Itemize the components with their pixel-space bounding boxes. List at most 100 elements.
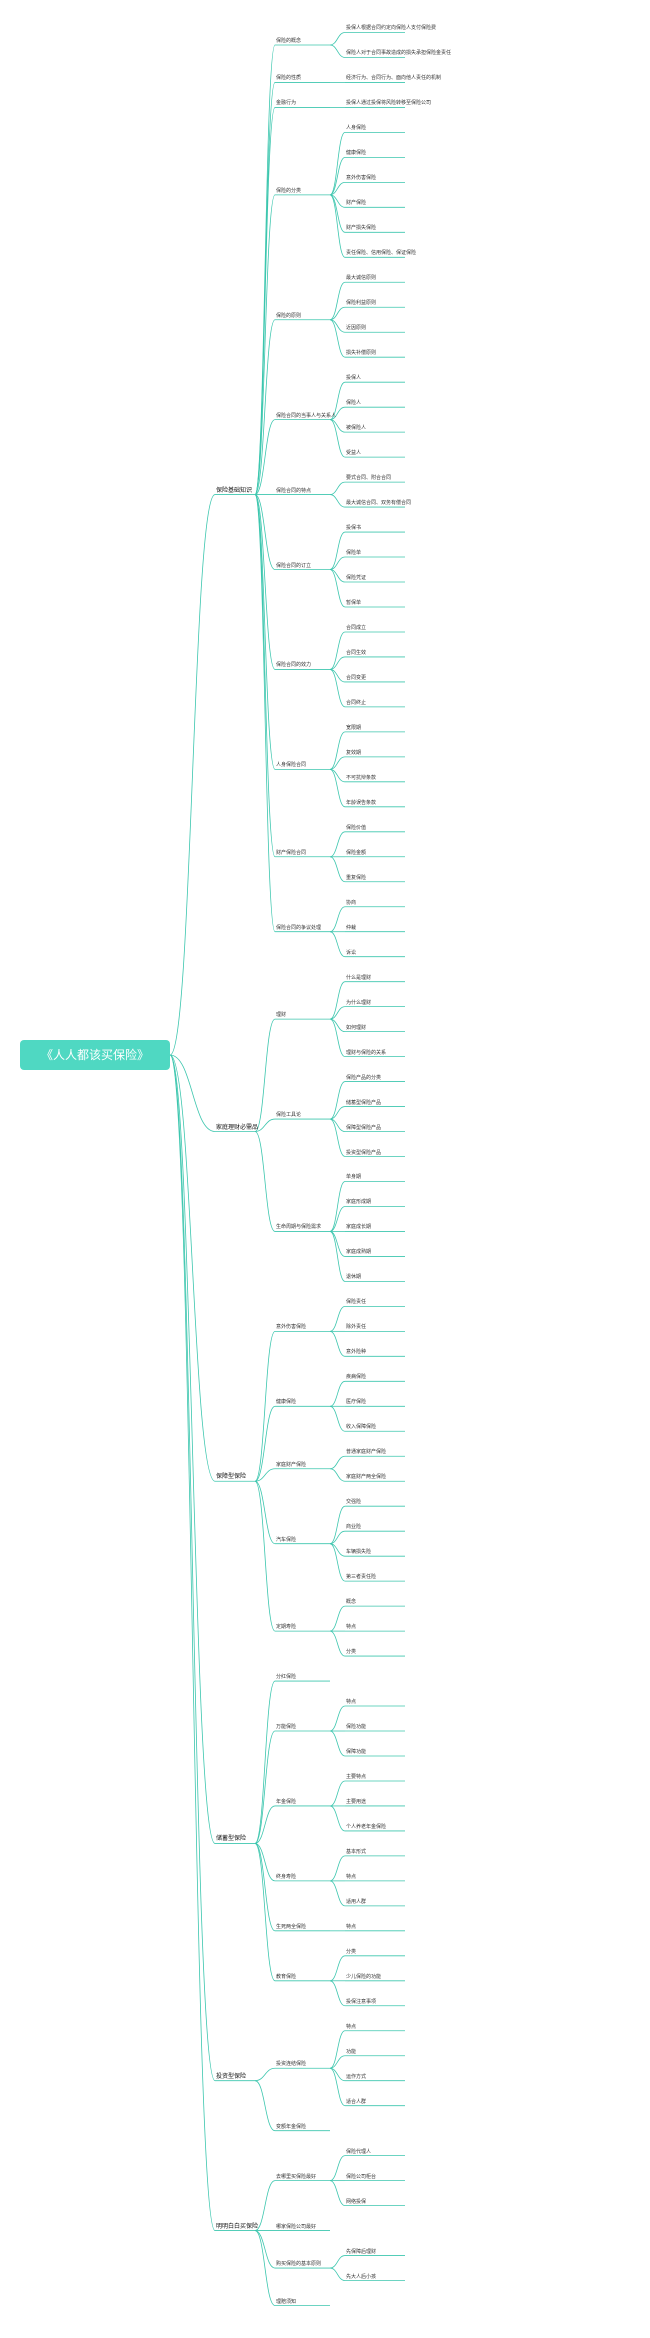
leaf-label[interactable]: 保险责任 xyxy=(346,1299,367,1306)
leaf-label[interactable]: 健康保险 xyxy=(346,150,367,157)
leaf-label[interactable]: 仲裁 xyxy=(346,924,357,931)
branch-label[interactable]: 家庭理财必需品 xyxy=(216,1123,259,1131)
leaf-label[interactable]: 保险金额 xyxy=(346,849,367,856)
leaf-label[interactable]: 保险功能 xyxy=(346,1724,367,1730)
leaf-label[interactable]: 主要用途 xyxy=(346,1798,367,1805)
leaf-label[interactable]: 理财与保险的关系 xyxy=(346,1049,387,1056)
leaf-label[interactable]: 车辆损失险 xyxy=(346,1549,372,1556)
child-label[interactable]: 生命周期与保险需求 xyxy=(276,1224,322,1231)
leaf-label[interactable]: 保障功能 xyxy=(346,1748,367,1755)
mindmap-root-node[interactable]: 《人人都该买保险》 xyxy=(20,1040,170,1070)
child-label[interactable]: 保险合同的效力 xyxy=(276,662,312,669)
leaf-label[interactable]: 合同生效 xyxy=(346,649,367,656)
child-label[interactable]: 保险工具论 xyxy=(276,1112,302,1119)
leaf-label[interactable]: 保险价值 xyxy=(346,824,367,831)
child-label[interactable]: 万能保险 xyxy=(276,1724,297,1730)
leaf-label[interactable]: 单身期 xyxy=(346,1174,362,1181)
leaf-label[interactable]: 家庭成熟期 xyxy=(346,1249,372,1256)
leaf-label[interactable]: 财产保险 xyxy=(346,200,367,207)
leaf-label[interactable]: 年龄误告条款 xyxy=(346,799,377,806)
leaf-label[interactable]: 退休期 xyxy=(346,1274,362,1281)
leaf-label[interactable]: 先保障后理财 xyxy=(346,2248,377,2255)
leaf-label[interactable]: 投保人根据合同约定向保险人支付保险费 xyxy=(346,25,437,32)
leaf-label[interactable]: 意外险种 xyxy=(346,1349,367,1356)
leaf-label[interactable]: 保险利益原则 xyxy=(346,300,377,307)
leaf-label[interactable]: 不可抗辩条款 xyxy=(346,774,377,781)
leaf-label[interactable]: 保障型保险产品 xyxy=(346,1124,382,1131)
leaf-label[interactable]: 储蓄型保险产品 xyxy=(346,1099,382,1106)
leaf-label[interactable]: 特点 xyxy=(346,1699,357,1706)
leaf-label[interactable]: 适用人群 xyxy=(346,1898,367,1905)
leaf-label[interactable]: 第三者责任险 xyxy=(346,1574,377,1581)
leaf-label[interactable]: 人身保险 xyxy=(346,125,367,132)
leaf-label[interactable]: 合同变更 xyxy=(346,674,367,681)
leaf-label[interactable]: 责任保险、信用保险、保证保险 xyxy=(346,250,417,257)
leaf-label[interactable]: 诉讼 xyxy=(346,949,357,956)
leaf-label[interactable]: 网络投保 xyxy=(346,2198,367,2205)
branch-label[interactable]: 明明白白买保险 xyxy=(216,2222,259,2230)
leaf-label[interactable]: 疾病保险 xyxy=(346,1374,367,1381)
leaf-label[interactable]: 除外责任 xyxy=(346,1324,367,1331)
child-label[interactable]: 理赔须知 xyxy=(276,2298,297,2305)
child-label[interactable]: 人身保险合同 xyxy=(276,762,307,769)
child-label[interactable]: 保险的概念 xyxy=(276,37,302,44)
child-label[interactable]: 汽车保险 xyxy=(276,1536,297,1543)
leaf-label[interactable]: 最大诚信原则 xyxy=(346,275,377,282)
leaf-label[interactable]: 宽限期 xyxy=(346,724,362,731)
leaf-label[interactable]: 为什么理财 xyxy=(346,999,372,1006)
leaf-label[interactable]: 医疗保险 xyxy=(346,1399,367,1406)
child-label[interactable]: 保险合同的争议处理 xyxy=(276,924,322,931)
leaf-label[interactable]: 主要特点 xyxy=(346,1773,367,1780)
leaf-label[interactable]: 家庭财产两全保险 xyxy=(346,1474,387,1481)
leaf-label[interactable]: 如何理财 xyxy=(346,1024,367,1031)
child-label[interactable]: 健康保险 xyxy=(276,1399,297,1406)
leaf-label[interactable]: 特点 xyxy=(346,1873,357,1880)
leaf-label[interactable]: 投保人 xyxy=(346,375,362,382)
leaf-label[interactable]: 保险公司柜台 xyxy=(346,2173,377,2180)
leaf-label[interactable]: 特点 xyxy=(346,2023,357,2030)
leaf-label[interactable]: 交强险 xyxy=(346,1499,362,1506)
child-label[interactable]: 年金保险 xyxy=(276,1798,297,1805)
leaf-label[interactable]: 重复保险 xyxy=(346,874,367,881)
leaf-label[interactable]: 最大诚信合同、双务有偿合同 xyxy=(346,500,412,507)
child-label[interactable]: 购买保险的基本原则 xyxy=(276,2261,322,2268)
leaf-label[interactable]: 投资型保险产品 xyxy=(346,1149,382,1156)
leaf-label[interactable]: 先大人后小孩 xyxy=(346,2273,377,2280)
leaf-label[interactable]: 收入保障保险 xyxy=(346,1424,377,1431)
leaf-label[interactable]: 意外伤害保险 xyxy=(346,175,377,182)
leaf-label[interactable]: 功能 xyxy=(346,2048,357,2055)
child-label[interactable]: 意外伤害保险 xyxy=(276,1324,307,1331)
leaf-label[interactable]: 合同成立 xyxy=(346,624,367,631)
child-label[interactable]: 保险合同的当事人与关系人 xyxy=(276,412,337,419)
leaf-label[interactable]: 暂保单 xyxy=(346,599,362,606)
leaf-label[interactable]: 财产损失保险 xyxy=(346,225,377,232)
leaf-label[interactable]: 投保书 xyxy=(346,525,362,532)
leaf-label[interactable]: 保险代理人 xyxy=(346,2148,372,2155)
leaf-label[interactable]: 复效期 xyxy=(346,749,362,756)
child-label[interactable]: 去哪里买保险最好 xyxy=(276,2173,317,2180)
branch-label[interactable]: 储蓄型保险 xyxy=(216,1835,247,1843)
child-label[interactable]: 定期寿险 xyxy=(276,1624,297,1631)
leaf-label[interactable]: 特点 xyxy=(346,1624,357,1631)
leaf-label[interactable]: 近因原则 xyxy=(346,325,367,332)
child-label[interactable]: 财产保险合同 xyxy=(276,849,307,856)
child-label[interactable]: 变额年金保险 xyxy=(276,2123,307,2130)
leaf-label[interactable]: 分类 xyxy=(346,1948,357,1955)
branch-label[interactable]: 保险基础知识 xyxy=(216,486,253,494)
child-label[interactable]: 理财 xyxy=(276,1012,287,1019)
leaf-label[interactable]: 少儿保险的功能 xyxy=(346,1973,382,1980)
child-label[interactable]: 哪家保险公司最好 xyxy=(276,2223,317,2230)
child-label[interactable]: 生死两全保险 xyxy=(276,1923,307,1930)
leaf-label[interactable]: 投保注意事项 xyxy=(346,1998,377,2005)
leaf-label[interactable]: 投保人通过投保将风险转移至保险公司 xyxy=(346,100,432,107)
child-label[interactable]: 分红保险 xyxy=(276,1674,297,1681)
child-label[interactable]: 金融行为 xyxy=(276,100,297,107)
leaf-label[interactable]: 个人养老年金保险 xyxy=(346,1823,387,1830)
leaf-label[interactable]: 要式合同、附合合同 xyxy=(346,475,392,482)
leaf-label[interactable]: 概念 xyxy=(346,1599,357,1606)
leaf-label[interactable]: 基本形式 xyxy=(346,1848,367,1855)
leaf-label[interactable]: 适合人群 xyxy=(346,2098,367,2105)
child-label[interactable]: 保险的原则 xyxy=(276,312,302,319)
leaf-label[interactable]: 保险单 xyxy=(346,550,362,557)
child-label[interactable]: 保险合同的特点 xyxy=(276,487,312,494)
